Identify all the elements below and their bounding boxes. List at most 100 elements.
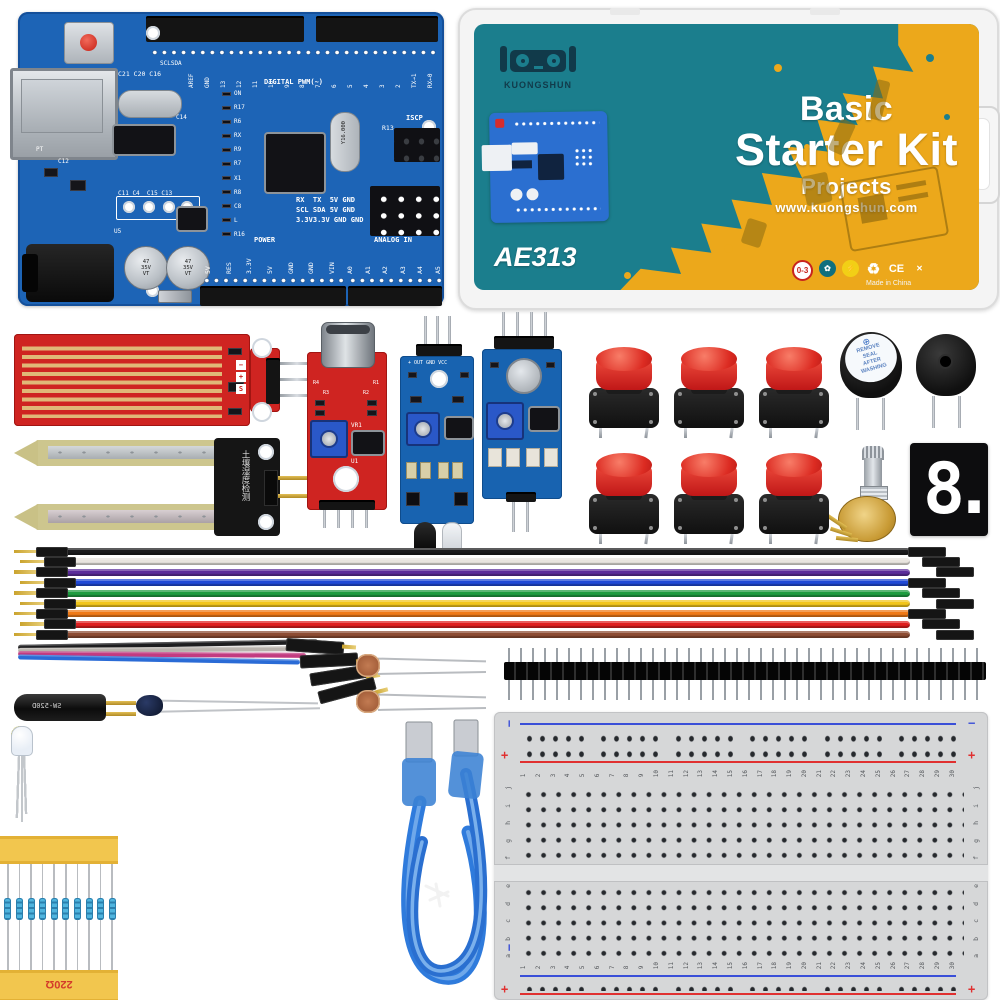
digital-pin-label: 13	[219, 80, 227, 88]
resistor-body	[62, 898, 70, 920]
column-number: 21	[815, 770, 823, 778]
jumper-wire	[64, 579, 910, 587]
row-letter: h	[504, 821, 512, 825]
usb-connector	[10, 68, 118, 160]
button-pin	[644, 427, 649, 439]
column-number: 30	[948, 770, 956, 778]
rail-hole-group	[594, 728, 659, 758]
diode-m7	[158, 290, 192, 303]
kuongshun-wordmark: KUONGSHUN	[503, 80, 572, 90]
button-pin	[599, 428, 602, 438]
pinout-line: SCL SDA 5V GND	[296, 206, 356, 214]
button-pin	[684, 428, 687, 438]
paint-speck	[944, 114, 950, 120]
resistor-body	[4, 898, 12, 920]
analog-pin-label: A4	[416, 266, 425, 274]
ref-label: R6	[222, 118, 245, 125]
smd-resistor	[406, 462, 417, 479]
ref-label: C8	[222, 203, 245, 210]
button-screw	[649, 392, 653, 396]
wire-pin	[14, 549, 38, 553]
rail-holes-bottom	[520, 979, 956, 991]
age-warning-icon: 0-3	[792, 260, 813, 281]
button-screw	[819, 420, 823, 424]
column-number: 20	[800, 962, 808, 970]
soil-moisture-probe: 土壤湿度检测	[14, 438, 314, 544]
column-number: 29	[933, 962, 941, 970]
r13-label: R13	[382, 124, 394, 132]
column-number: 18	[771, 962, 779, 970]
digital-pin-label: GND	[203, 77, 211, 88]
capacitor-label: 35V	[141, 265, 151, 271]
wire-connector	[36, 629, 68, 640]
button-screw	[593, 498, 597, 502]
ce-mark: CE	[888, 262, 905, 275]
column-number: 16	[741, 770, 749, 778]
ref-label: L	[222, 217, 245, 224]
column-number: 21	[815, 962, 823, 970]
row-letter: a	[504, 954, 512, 958]
button-base	[589, 388, 659, 428]
button-base	[589, 494, 659, 534]
button-pin	[814, 427, 819, 439]
wire-pin	[20, 601, 44, 605]
paint-speck	[926, 54, 934, 62]
resistor-body	[97, 898, 105, 920]
row-letter: a	[972, 954, 980, 958]
button-pin	[729, 533, 734, 545]
button-screw	[734, 526, 738, 530]
atmega-mcu-chip	[266, 134, 324, 192]
wire-pin	[14, 611, 38, 616]
water-pin-mark: −	[236, 360, 246, 370]
rail-plus-mark: +	[968, 748, 976, 762]
capacitor-label: 35V	[183, 265, 193, 271]
column-number: 27	[904, 962, 912, 970]
column-number: 2	[534, 773, 542, 778]
iscp-label: ISCP	[406, 114, 423, 122]
button-base	[759, 388, 829, 428]
ref-label: R7	[222, 160, 245, 167]
wire-connector	[936, 629, 974, 640]
jumper-wire	[64, 558, 910, 566]
made-in-label: Made in China	[866, 280, 912, 287]
rail-hole-group	[594, 979, 659, 991]
power-title: POWER	[254, 236, 276, 244]
column-number: 12	[682, 962, 690, 970]
teal-cert-icon: ✿	[819, 260, 836, 277]
r2-label: R2	[363, 390, 370, 396]
column-number: 25	[874, 962, 882, 970]
water-pin-mark: +	[236, 372, 246, 382]
pinout-line: RX TX 5V GND	[296, 196, 356, 204]
column-number: 2	[534, 965, 542, 970]
usb-cable	[396, 714, 500, 1000]
rail-plus-mark: +	[968, 982, 976, 996]
box-lid-artwork: KUONGSHUN Basic Starter Kit Projects www…	[474, 24, 979, 290]
jumper-wire	[64, 620, 910, 628]
button-screw	[593, 392, 597, 396]
hole-row-bottom	[202, 276, 344, 285]
lm393-chip	[353, 432, 383, 454]
sound-potentiometer	[310, 420, 348, 458]
rail-hole-group	[520, 979, 584, 991]
r4-label: R4	[313, 380, 320, 386]
box-latch	[610, 8, 640, 15]
rail-hole-group	[817, 728, 882, 758]
digital-pin-label: 5	[347, 84, 355, 88]
wire-pin	[20, 559, 44, 564]
usb-cable-art	[401, 719, 488, 985]
column-number: 7	[608, 773, 616, 778]
microphone	[321, 322, 375, 368]
button-screw	[819, 526, 823, 530]
wire-connector	[44, 577, 76, 588]
ref-label: R9	[222, 146, 245, 153]
column-number: 29	[933, 770, 941, 778]
wire-connector	[936, 567, 974, 578]
capacitor-label: VT	[142, 271, 150, 277]
rail-holes-top	[520, 728, 956, 758]
smd-capacitor	[488, 448, 502, 467]
wire-connector	[922, 588, 960, 599]
ref-label: R17	[222, 104, 245, 111]
digital-pin-label: RX←0	[426, 73, 434, 88]
